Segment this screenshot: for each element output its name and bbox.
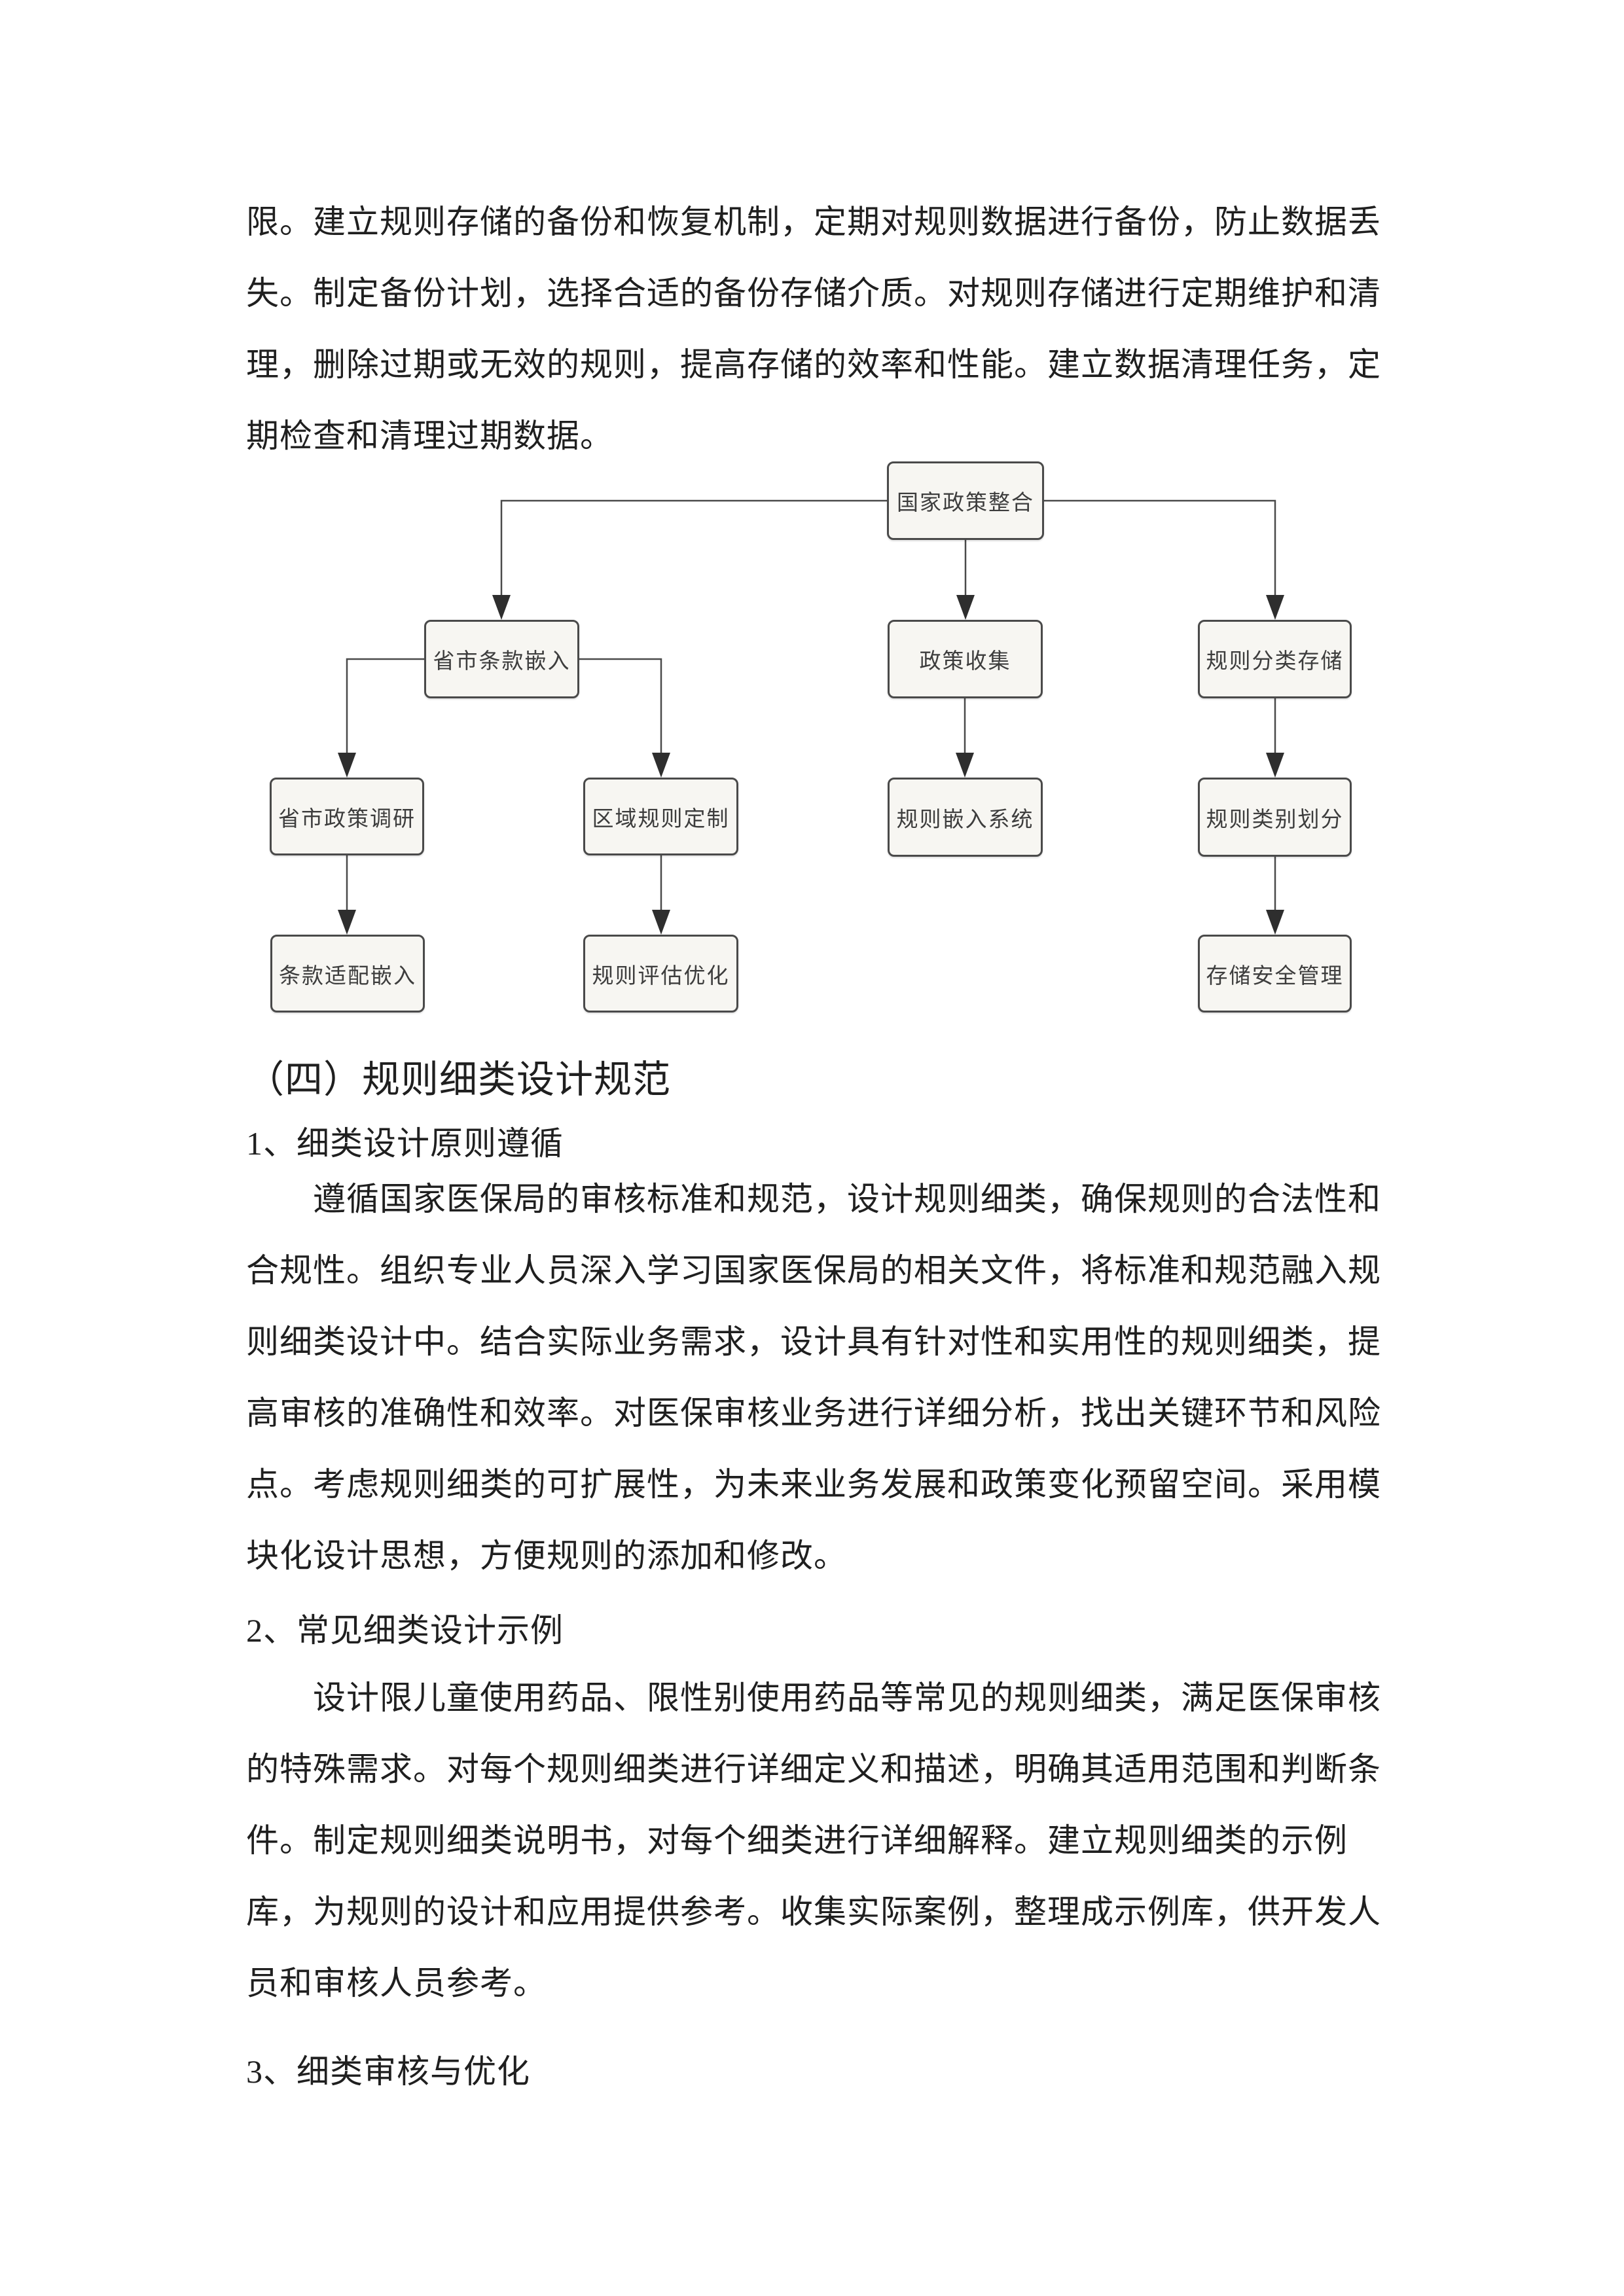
flow-node-regional-rule-customization: 区域规则定制 bbox=[583, 778, 738, 855]
paragraph-line: 设计限儿童使用药品、限性别使用药品等常见的规则细类，满足医保审核 bbox=[313, 1679, 1381, 1716]
paragraph-line: 点。考虑规则细类的可扩展性，为未来业务发展和政策变化预留空间。采用模 bbox=[246, 1466, 1381, 1503]
connector-line bbox=[500, 499, 887, 615]
flow-node-label: 存储安全管理 bbox=[1206, 964, 1344, 988]
arrowhead-icon bbox=[1266, 910, 1284, 935]
arrowhead-icon bbox=[1266, 595, 1284, 620]
flow-node-provincial-policy-research: 省市政策调研 bbox=[270, 778, 424, 855]
section-heading: （四）规则细类设计规范 bbox=[246, 1058, 672, 1101]
arrowhead-icon bbox=[652, 910, 670, 935]
paragraph-line: 员和审核人员参考。 bbox=[246, 1965, 547, 2001]
flow-node-label: 规则评估优化 bbox=[592, 964, 730, 988]
flow-node-label: 国家政策整合 bbox=[897, 492, 1034, 515]
paragraph-line: 高审核的准确性和效率。对医保审核业务进行详细分析，找出关键环节和风险 bbox=[246, 1395, 1381, 1431]
paragraph-rule-storage: 限。建立规则存储的备份和恢复机制，定期对规则数据进行备份，防止数据丢 失。制定备… bbox=[246, 187, 1388, 472]
flow-node-label: 省市政策调研 bbox=[278, 807, 416, 831]
paragraph-line: 期检查和清理过期数据。 bbox=[246, 418, 613, 454]
flow-node-rule-category-division: 规则类别划分 bbox=[1198, 778, 1352, 857]
flow-node-rule-classification-storage: 规则分类存储 bbox=[1198, 620, 1352, 698]
flow-node-label: 条款适配嵌入 bbox=[279, 964, 416, 988]
flowchart-diagram: 国家政策整合 省市条款嵌入 政策收集 规则分类存储 省市政策调研 区域规则定制 … bbox=[0, 425, 1624, 1047]
flow-node-clause-adaptation-embedding: 条款适配嵌入 bbox=[270, 935, 425, 1013]
flow-node-label: 规则分类存储 bbox=[1206, 650, 1344, 673]
paragraph-line: 理，删除过期或无效的规则，提高存储的效率和性能。建立数据清理任务，定 bbox=[246, 346, 1381, 383]
arrowhead-icon bbox=[338, 753, 356, 778]
paragraph-line: 库，为规则的设计和应用提供参考。收集实际案例，整理成示例库，供开发人 bbox=[246, 1893, 1381, 1930]
paragraph-line: 的特殊需求。对每个规则细类进行详细定义和描述，明确其适用范围和判断条 bbox=[246, 1751, 1381, 1787]
connector-line bbox=[579, 658, 662, 773]
arrowhead-icon bbox=[956, 595, 975, 620]
connector-line bbox=[346, 658, 424, 773]
paragraph-line: 遵循国家医保局的审核标准和规范，设计规则细类，确保规则的合法性和 bbox=[313, 1181, 1381, 1217]
paragraph-line: 则细类设计中。结合实际业务需求，设计具有针对性和实用性的规则细类，提 bbox=[246, 1323, 1381, 1360]
paragraph-line: 块化设计思想，方便规则的添加和修改。 bbox=[246, 1537, 847, 1574]
flow-node-label: 规则嵌入系统 bbox=[896, 808, 1034, 832]
flow-node-rule-evaluation-optimization: 规则评估优化 bbox=[583, 935, 738, 1013]
paragraph-design-examples: 设计限儿童使用药品、限性别使用药品等常见的规则细类，满足医保审核 的特殊需求。对… bbox=[246, 1662, 1388, 2019]
subheading-2: 2、常见细类设计示例 bbox=[246, 1612, 564, 1649]
flow-node-storage-security-management: 存储安全管理 bbox=[1198, 935, 1352, 1013]
connector-line bbox=[1044, 499, 1276, 615]
paragraph-design-principles: 遵循国家医保局的审核标准和规范，设计规则细类，确保规则的合法性和 合规性。组织专… bbox=[246, 1164, 1388, 1592]
arrowhead-icon bbox=[956, 753, 974, 778]
flow-node-label: 省市条款嵌入 bbox=[433, 650, 571, 673]
flow-node-provincial-clause-embedding: 省市条款嵌入 bbox=[424, 620, 579, 698]
arrowhead-icon bbox=[492, 595, 511, 620]
flow-node-label: 政策收集 bbox=[919, 650, 1011, 673]
flowchart-connectors bbox=[338, 499, 1284, 935]
paragraph-line: 限。建立规则存储的备份和恢复机制，定期对规则数据进行备份，防止数据丢 bbox=[246, 204, 1381, 240]
flow-node-policy-collection: 政策收集 bbox=[888, 620, 1043, 698]
arrowhead-icon bbox=[338, 910, 356, 935]
subheading-1: 1、细类设计原则遵循 bbox=[246, 1125, 564, 1162]
paragraph-line: 失。制定备份计划，选择合适的备份存储介质。对规则存储进行定期维护和清 bbox=[246, 275, 1381, 312]
flow-node-rule-embedding-system: 规则嵌入系统 bbox=[888, 778, 1043, 857]
arrowhead-icon bbox=[1266, 753, 1284, 778]
paragraph-line: 件。制定规则细类说明书，对每个细类进行详细解释。建立规则细类的示例 bbox=[246, 1822, 1348, 1859]
flow-node-label: 区域规则定制 bbox=[592, 807, 730, 831]
flow-node-national-policy-integration: 国家政策整合 bbox=[887, 461, 1044, 540]
paragraph-line: 合规性。组织专业人员深入学习国家医保局的相关文件，将标准和规范融入规 bbox=[246, 1252, 1381, 1289]
subheading-3: 3、细类审核与优化 bbox=[246, 2053, 530, 2090]
arrowhead-icon bbox=[652, 753, 670, 778]
flow-node-label: 规则类别划分 bbox=[1206, 808, 1344, 832]
